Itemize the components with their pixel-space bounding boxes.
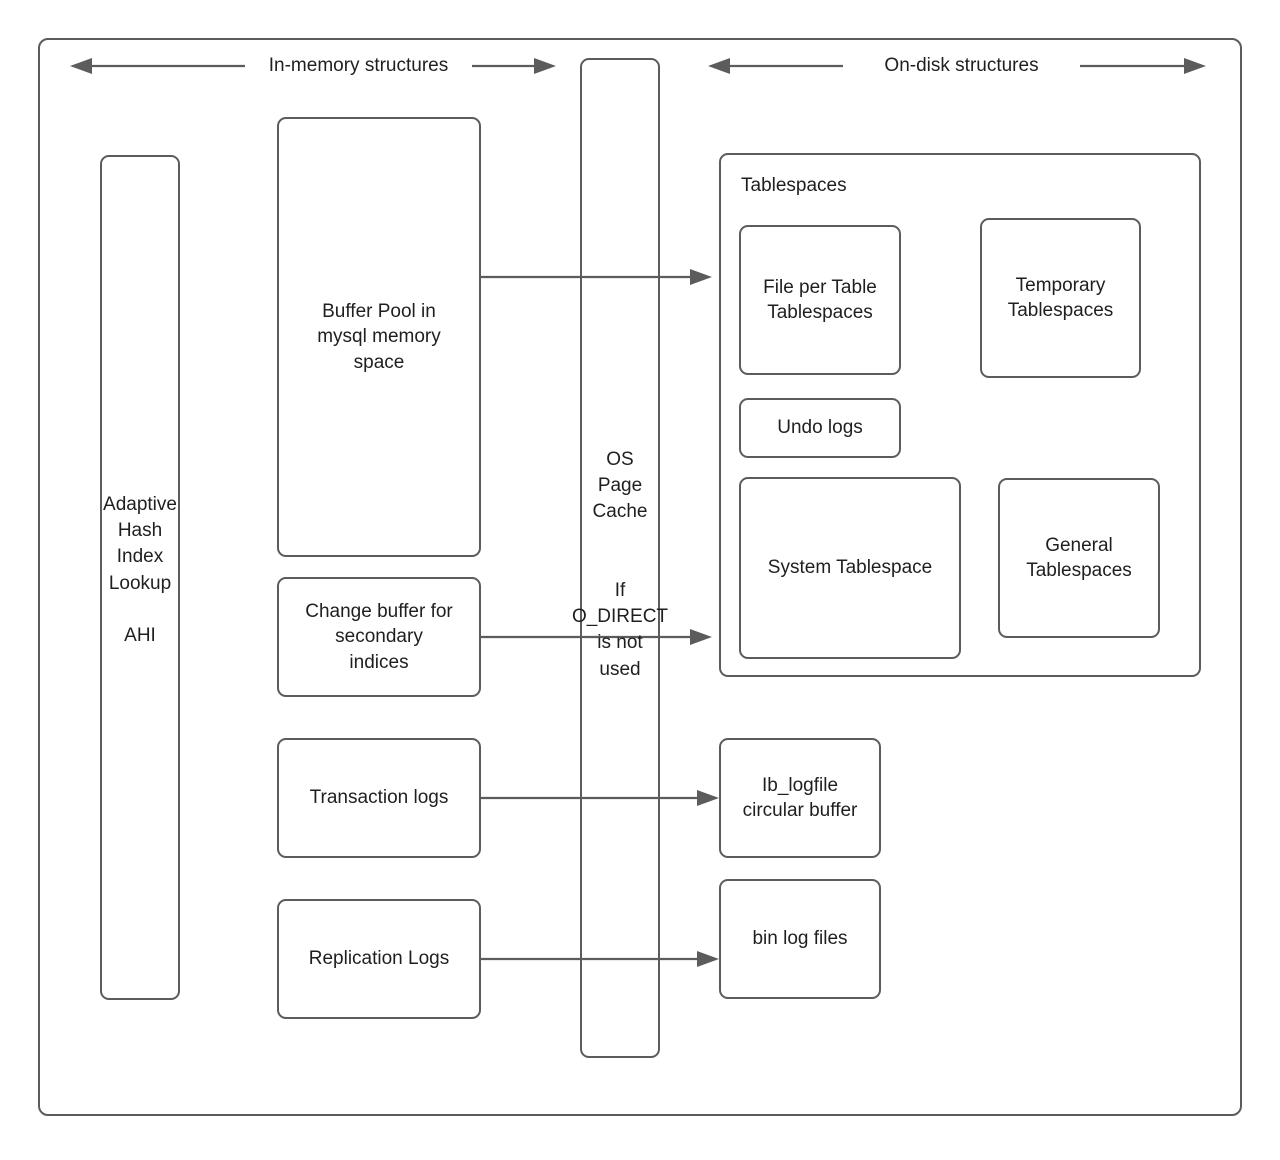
diagram-outer-frame	[38, 38, 1242, 1116]
file-per-table-tablespaces-label: File per Table Tablespaces	[763, 276, 877, 323]
header-label-in-memory: In-memory structures	[268, 55, 449, 76]
change-buffer-label: Change buffer for secondary indices	[305, 601, 453, 673]
ib-logfile-label: Ib_logfile circular buffer	[742, 774, 858, 821]
transaction-logs-box[interactable]: Transaction logs	[277, 738, 481, 858]
replication-logs-box[interactable]: Replication Logs	[277, 899, 481, 1019]
undo-logs-label: Undo logs	[777, 417, 863, 439]
change-buffer-box[interactable]: Change buffer for secondary indices	[277, 577, 481, 697]
os-page-cache-box[interactable]	[580, 58, 660, 1058]
adaptive-hash-index-box[interactable]	[100, 155, 180, 1000]
system-tablespace-label: System Tablespace	[767, 557, 933, 579]
general-tablespaces-box[interactable]: General Tablespaces	[998, 478, 1160, 638]
transaction-logs-label: Transaction logs	[309, 787, 449, 809]
buffer-pool-box[interactable]: Buffer Pool in mysql memory space	[277, 117, 481, 557]
bin-log-files-box[interactable]: bin log files	[719, 879, 881, 999]
file-per-table-tablespaces-box[interactable]: File per Table Tablespaces	[739, 225, 901, 375]
header-label-on-disk: On-disk structures	[884, 55, 1039, 76]
temporary-tablespaces-label: Temporary Tablespaces	[1007, 274, 1114, 321]
buffer-pool-label: Buffer Pool in mysql memory space	[317, 301, 441, 373]
system-tablespace-box[interactable]: System Tablespace	[739, 477, 961, 659]
bin-log-files-label: bin log files	[752, 928, 848, 950]
tablespaces-title: Tablespaces	[741, 175, 847, 196]
temporary-tablespaces-box[interactable]: Temporary Tablespaces	[980, 218, 1141, 378]
replication-logs-label: Replication Logs	[308, 948, 450, 970]
undo-logs-box[interactable]: Undo logs	[739, 398, 901, 458]
general-tablespaces-label: General Tablespaces	[1026, 534, 1132, 581]
ib-logfile-box[interactable]: Ib_logfile circular buffer	[719, 738, 881, 858]
